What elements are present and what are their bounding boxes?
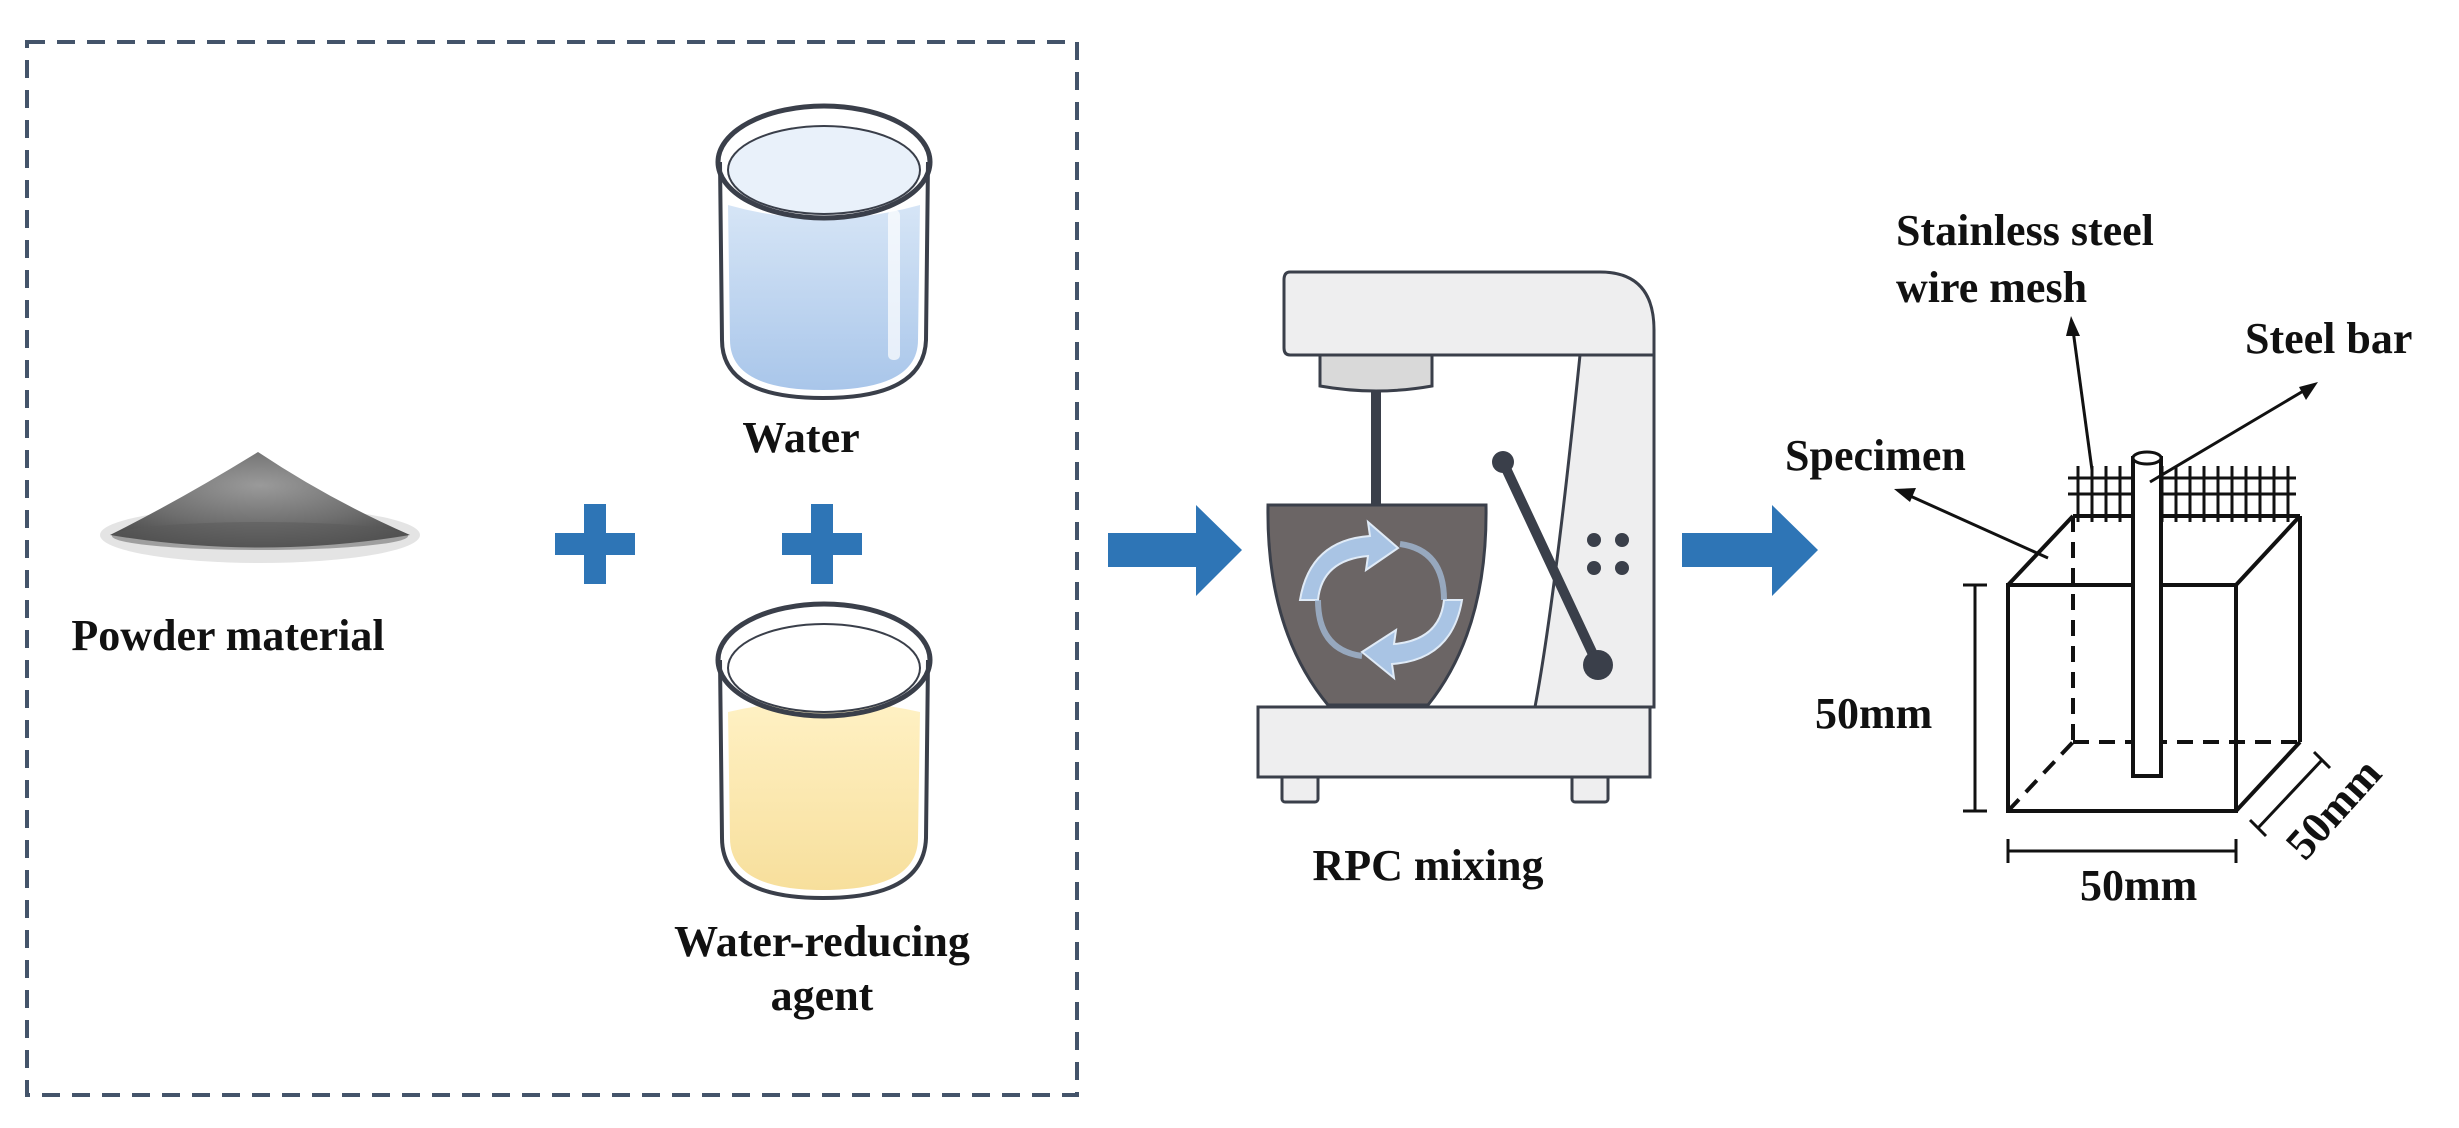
wire-mesh-icon (2068, 466, 2296, 522)
water-beaker-icon (715, 103, 933, 401)
steel-bar-label: Steel bar (2245, 314, 2412, 363)
dimension-lines (1963, 583, 2332, 863)
powder-pile-icon (100, 452, 420, 563)
wire-mesh-label-line1: Stainless steel (1896, 206, 2154, 255)
water-reducing-agent-label-line2: agent (771, 971, 874, 1020)
steel-bar-icon (2131, 450, 2163, 778)
width-dimension-label: 50mm (2080, 861, 2197, 910)
depth-dimension-label: 50mm (2276, 749, 2391, 869)
arrow-to-mixer-icon (1108, 505, 1242, 596)
reducer-beaker-icon (715, 601, 933, 901)
water-reducing-agent-label-line1: Water-reducing (674, 917, 970, 966)
leader-arrows (1894, 316, 2318, 560)
rpc-mixing-label: RPC mixing (1313, 841, 1544, 890)
water-label: Water (742, 413, 859, 462)
height-dimension-label: 50mm (1815, 689, 1932, 738)
ingredients-group-box (25, 40, 1079, 1097)
powder-material-label: Powder material (71, 611, 384, 660)
wire-mesh-label-line2: wire mesh (1896, 263, 2087, 312)
specimen-cube-icon (2006, 514, 2302, 813)
plus-icon-2 (782, 504, 862, 584)
mixer-icon (1256, 270, 1656, 804)
arrow-to-specimen-icon (1682, 505, 1818, 596)
specimen-label: Specimen (1785, 431, 1966, 480)
plus-icon-1 (555, 504, 635, 584)
